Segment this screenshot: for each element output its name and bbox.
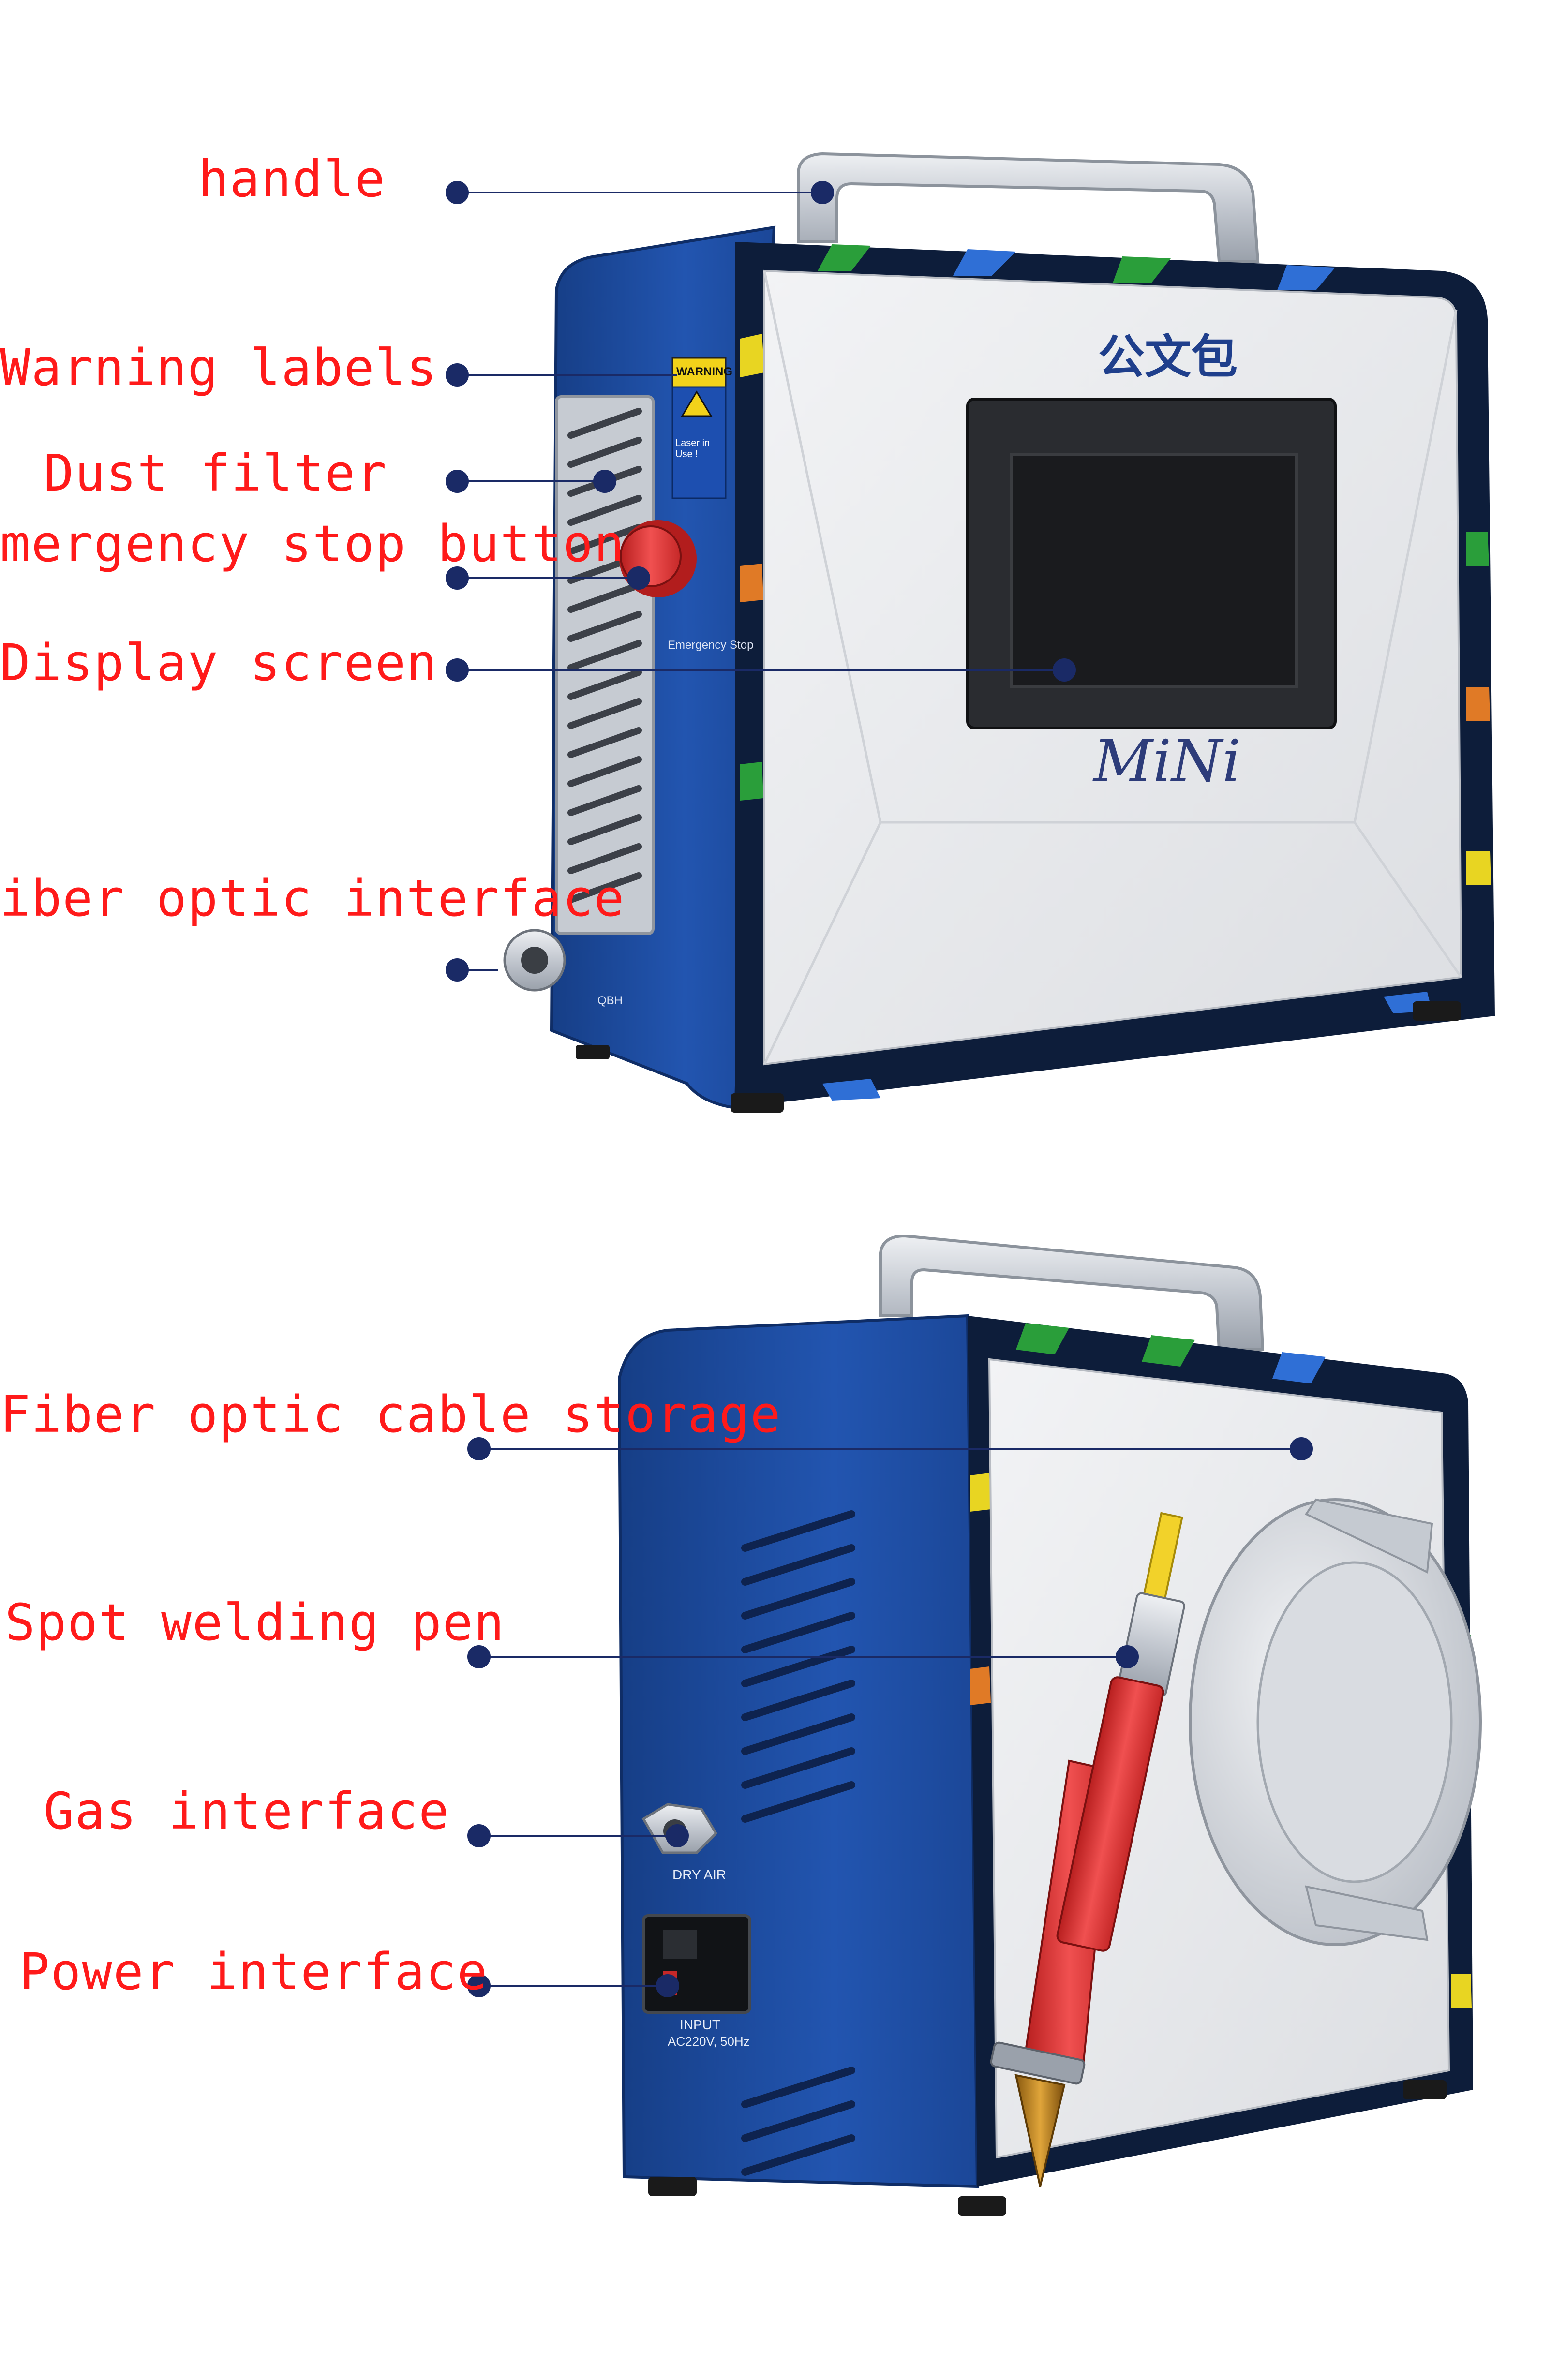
label-warning-labels: Warning labels: [0, 338, 438, 397]
leader-lines: [446, 181, 1313, 1997]
blue-rear-body: [617, 1314, 979, 2188]
cable-storage-hub: [1256, 1561, 1453, 1883]
brand-logo: 公文包: [1098, 330, 1238, 384]
label-display-screen: Display screen: [0, 633, 438, 692]
gas-caption: DRY AIR: [672, 1867, 727, 1882]
laser-warning-icon: [681, 390, 713, 417]
power-rating: AC220V, 50Hz: [668, 2034, 750, 2049]
model-name: MiNi: [1093, 728, 1241, 795]
label-emergency-stop: mergency stop button: [0, 514, 626, 573]
display-glass: [1010, 453, 1298, 688]
fiber-port-inner: [521, 947, 548, 974]
laser-notice: Laser in Use !: [675, 438, 710, 460]
top-device: [503, 152, 1495, 1113]
fiber-port-caption: QBH: [597, 994, 623, 1007]
rear-handle-shape: [879, 1234, 1265, 1351]
label-handle: handle: [198, 149, 386, 208]
label-welding-pen: Spot welding pen: [5, 1593, 505, 1652]
label-power-interface: Power interface: [19, 1942, 489, 2001]
rear-vent-grille: [741, 1510, 855, 2176]
label-dust-filter: Dust filter: [44, 444, 388, 503]
dust-filter-slots: [567, 408, 642, 903]
label-fiber-optic-interface: iber optic interface: [0, 869, 626, 928]
power-caption: INPUT: [680, 2017, 720, 2032]
label-cable-storage: Fiber optic cable storage: [0, 1385, 782, 1444]
warning-sticker-title: WARNING: [676, 365, 732, 378]
bottom-device: [617, 1234, 1482, 2216]
handle-shape: [797, 152, 1260, 263]
welding-pen: [990, 1512, 1185, 2187]
emergency-stop-caption: Emergency Stop: [668, 639, 754, 652]
label-gas-interface: Gas interface: [44, 1782, 450, 1841]
warning-sticker-top: [671, 357, 727, 388]
